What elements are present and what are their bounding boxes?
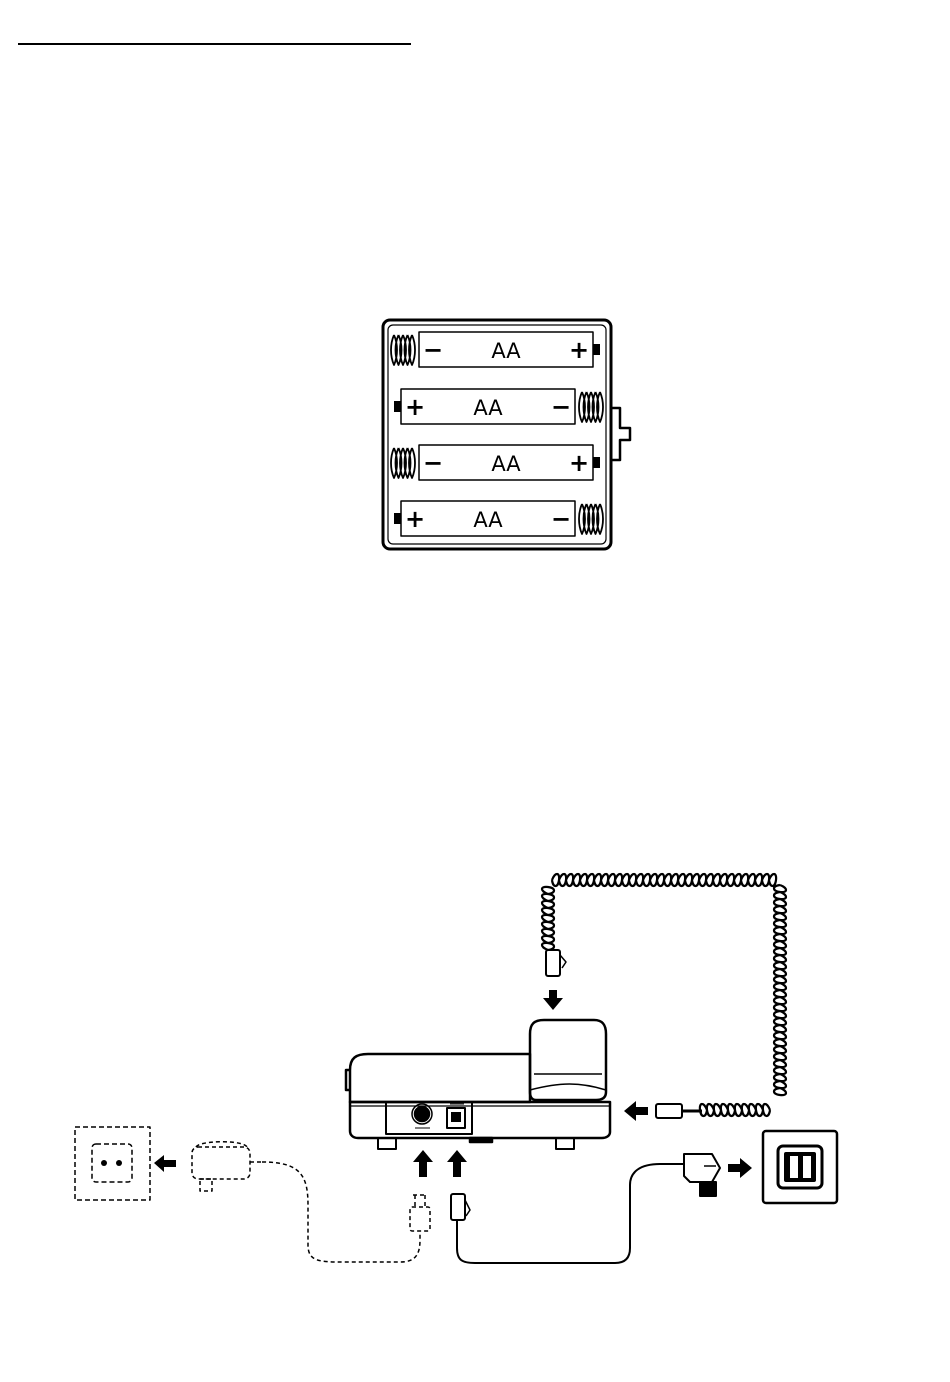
flat-contact-icon — [394, 401, 401, 412]
telephone-line-cord-icon — [451, 1154, 720, 1263]
cell-label: AA — [473, 508, 503, 532]
flat-contact-icon — [593, 457, 600, 468]
flat-contact-icon — [394, 513, 401, 524]
cell-label: AA — [491, 452, 521, 476]
telephone-base-icon — [346, 1020, 610, 1149]
cell-left-sign: − — [423, 336, 443, 364]
cell-label: AA — [491, 339, 521, 363]
cell-left-sign: + — [405, 393, 425, 421]
flat-contact-icon — [593, 344, 600, 355]
spring-contact-icon — [391, 448, 415, 478]
wall-power-socket-icon — [75, 1127, 150, 1200]
spring-contact-icon — [579, 504, 603, 534]
cell-left-sign: + — [405, 505, 425, 533]
aa-battery-cell: + AA − — [394, 501, 603, 536]
power-adapter-icon — [192, 1142, 420, 1262]
connection-arrow-icon — [543, 990, 563, 1010]
coiled-handset-cord-icon — [542, 874, 786, 1118]
spring-contact-icon — [391, 335, 415, 365]
spring-contact-icon — [579, 392, 603, 422]
aa-battery-cell: + AA − — [394, 389, 603, 424]
cell-left-sign: − — [423, 449, 443, 477]
connection-arrow-icon — [447, 1150, 467, 1177]
connection-arrow-icon — [413, 1150, 433, 1177]
phone-wall-jack-icon — [763, 1131, 837, 1203]
connection-arrow-icon — [728, 1158, 752, 1178]
cell-right-sign: − — [551, 393, 571, 421]
cell-right-sign: + — [569, 336, 589, 364]
aa-battery-cell: − AA + — [391, 332, 600, 367]
connection-arrow-icon — [154, 1155, 176, 1172]
cell-right-sign: − — [551, 505, 571, 533]
cell-label: AA — [473, 396, 503, 420]
cell-right-sign: + — [569, 449, 589, 477]
battery-holder-icon: − AA + + AA − − AA + + AA − — [383, 320, 630, 549]
aa-battery-cell: − AA + — [391, 445, 600, 480]
power-plug-icon — [410, 1195, 430, 1231]
connection-arrow-icon — [624, 1101, 648, 1121]
